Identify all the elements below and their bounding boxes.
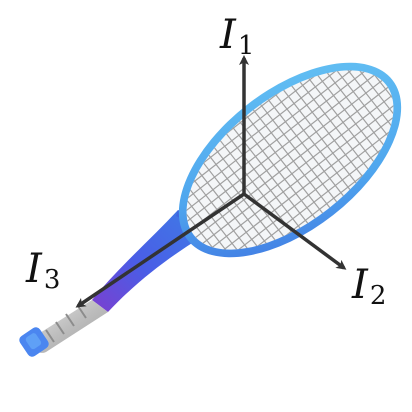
main-string (183, 74, 390, 236)
cross-string (248, 103, 336, 215)
main-string (205, 103, 412, 265)
cross-string (184, 153, 272, 265)
cross-string (233, 114, 321, 226)
main-string (189, 81, 395, 243)
axis-3-label: I3 (25, 246, 60, 295)
cross-string (191, 147, 279, 259)
axis-2-arrow (242, 192, 347, 270)
axis-2-label: I2 (351, 262, 386, 311)
cross-string (290, 69, 378, 182)
cross-string (219, 125, 307, 237)
cross-string (205, 136, 293, 248)
axis-1-label: I1 (219, 12, 254, 61)
cross-string (276, 81, 364, 193)
cross-string (198, 142, 286, 254)
racket-grip (19, 300, 108, 357)
main-string (172, 60, 379, 222)
cross-string (283, 75, 371, 187)
main-string (194, 88, 401, 250)
main-string (177, 67, 384, 229)
cross-string (297, 64, 385, 176)
main-string (200, 96, 406, 258)
inertia-axes (75, 55, 347, 308)
axis-3-arrow (75, 192, 245, 308)
main-string (211, 110, 412, 272)
cross-string (304, 58, 392, 170)
cross-string (262, 92, 350, 204)
main-string (161, 46, 367, 208)
cross-string (255, 97, 343, 209)
cross-string (269, 86, 357, 198)
cross-string (226, 119, 314, 231)
main-string (166, 53, 373, 215)
cross-string (240, 108, 329, 220)
